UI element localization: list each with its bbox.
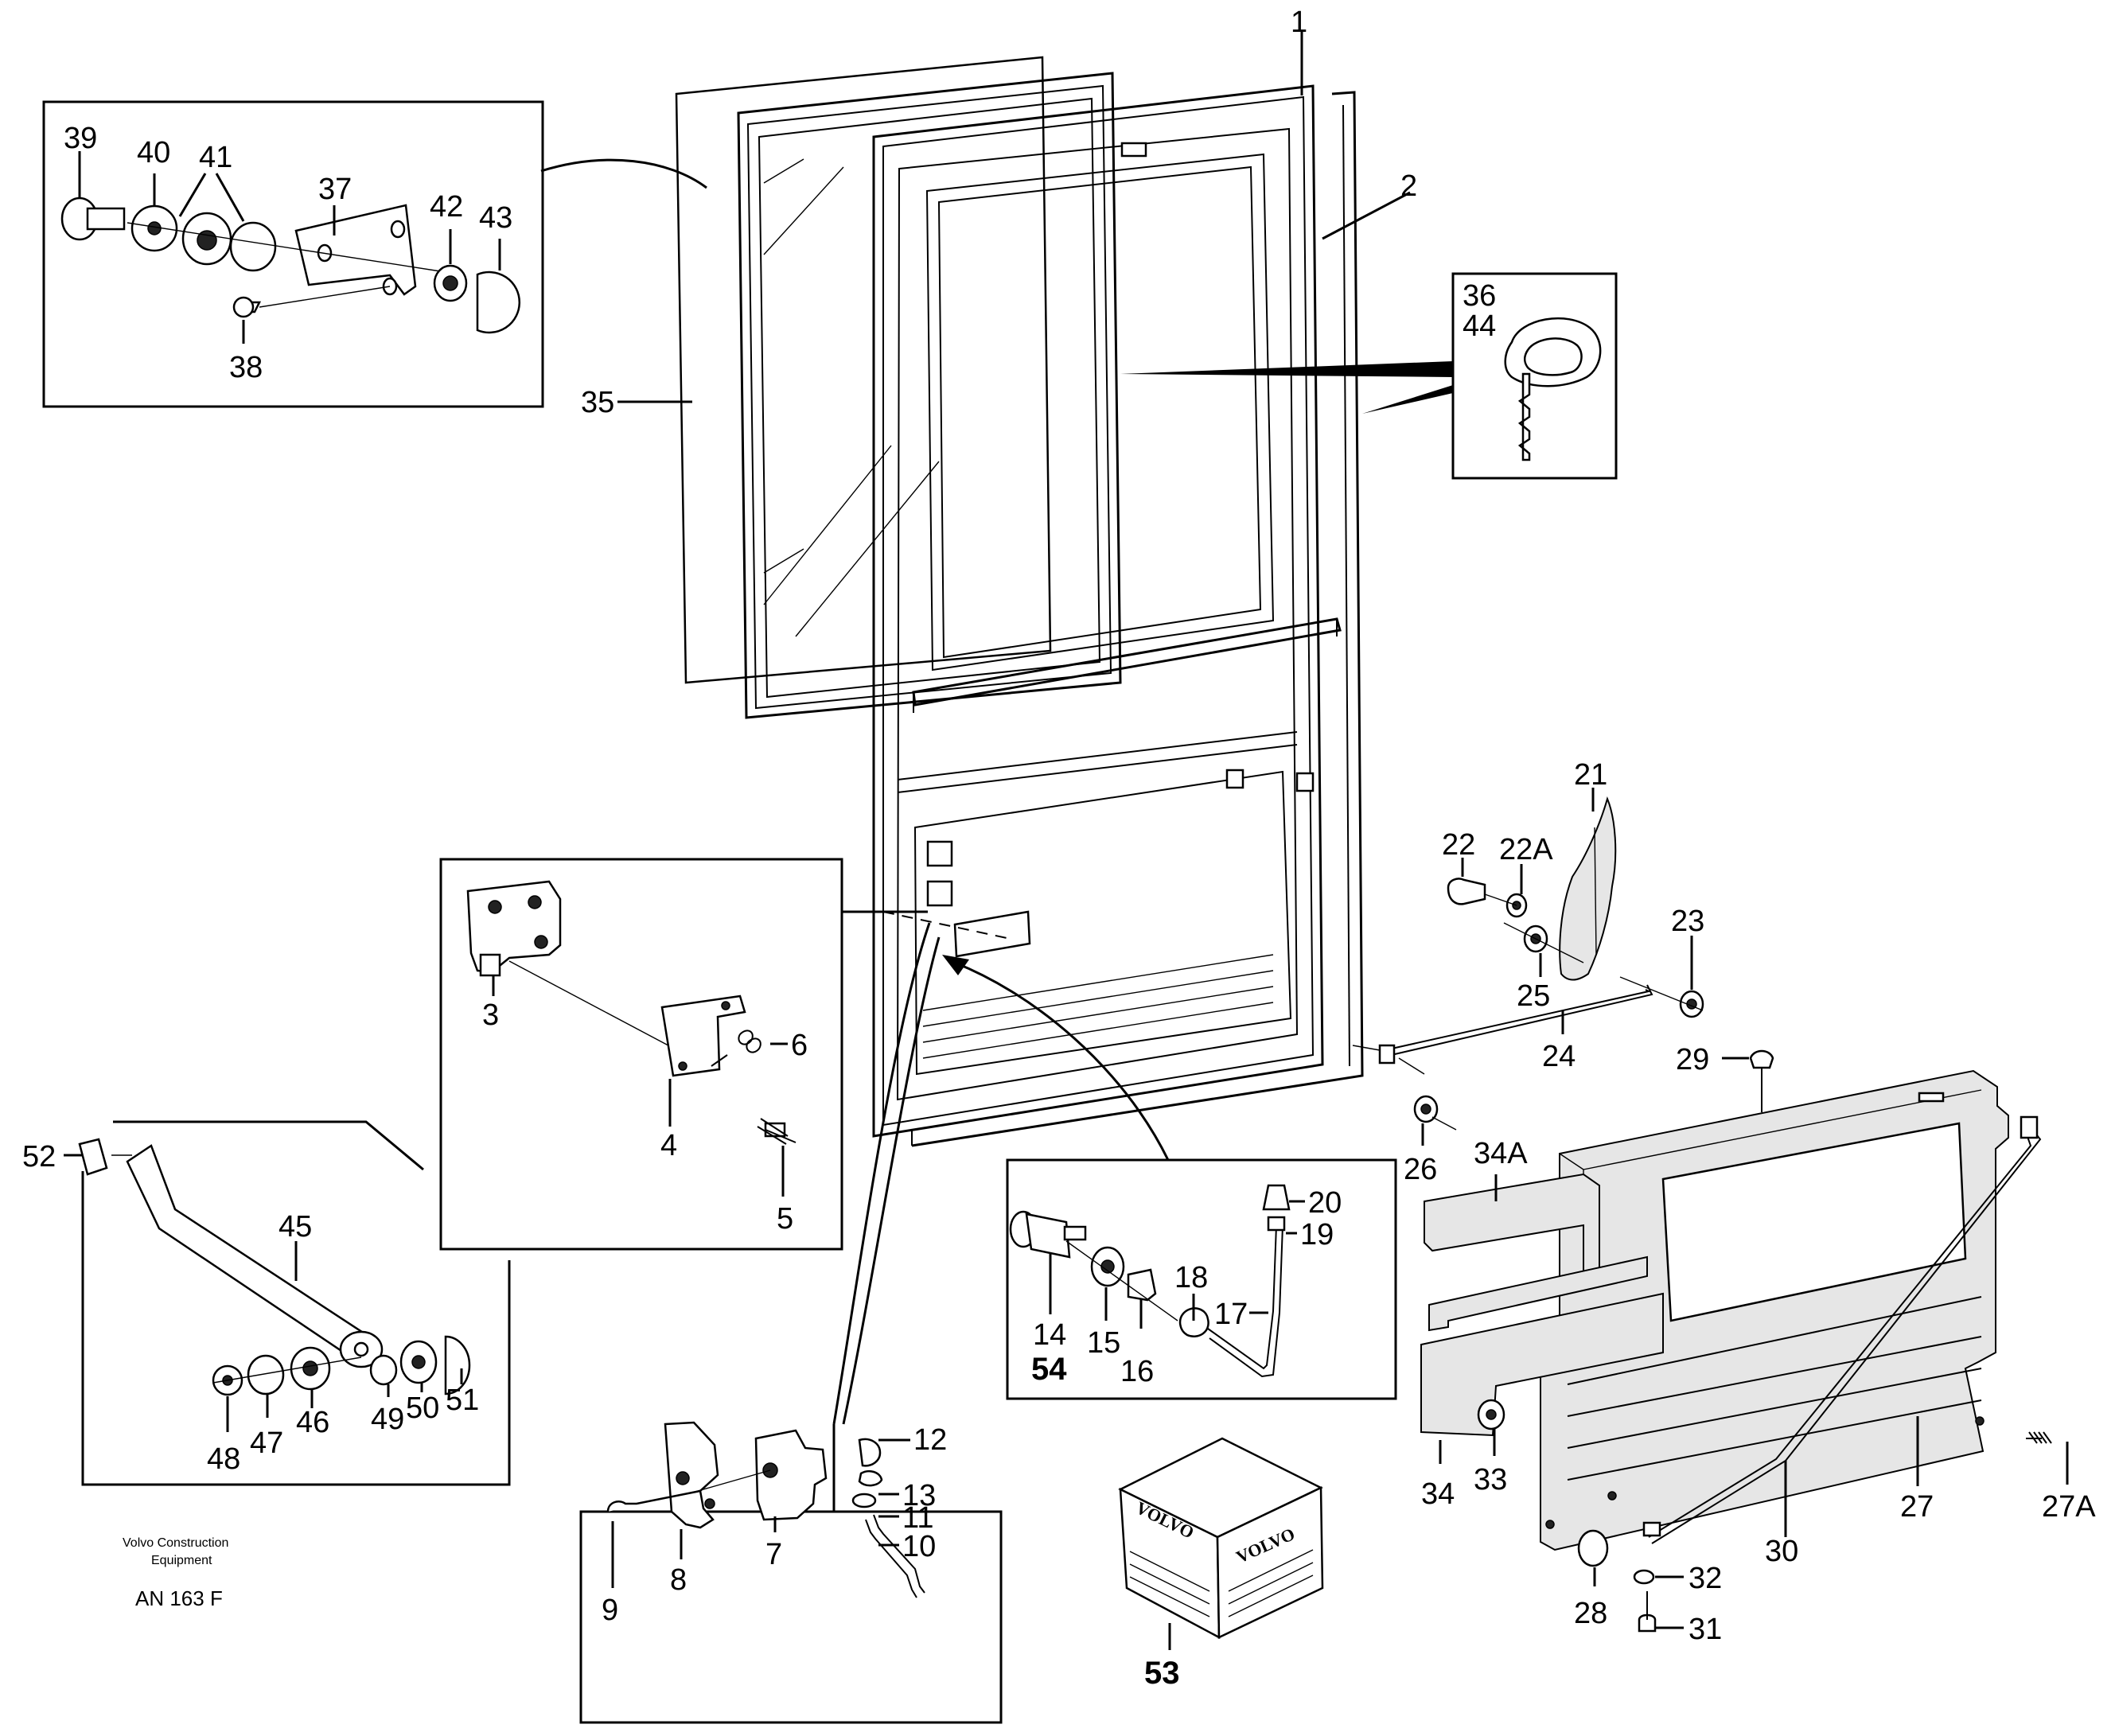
seal-profile — [1504, 317, 1602, 461]
lock-cylinder-parts — [1009, 1184, 1291, 1378]
door-assembly — [675, 56, 1364, 1147]
label-48: 48 — [207, 1442, 240, 1476]
outer-trim-2 — [911, 91, 1364, 1147]
stay-arm-parts — [78, 1138, 471, 1396]
hinge-detail-box — [42, 100, 544, 408]
label-33: 33 — [1474, 1463, 1507, 1497]
seal-profile-box — [1451, 272, 1618, 480]
part-number-labels: 1 2 3 4 5 6 7 8 9 10 11 12 13 14 15 16 1… — [22, 6, 2096, 1691]
label-2: 2 — [1400, 169, 1417, 203]
label-43: 43 — [479, 201, 512, 235]
door-frame — [872, 84, 1324, 1138]
lower-panel-assembly — [1420, 1049, 2052, 1633]
label-28: 28 — [1574, 1597, 1607, 1630]
hinge-assembly — [1352, 796, 1704, 1131]
label-14: 14 — [1033, 1318, 1066, 1352]
label-26: 26 — [1404, 1153, 1437, 1186]
label-7: 7 — [765, 1538, 782, 1571]
label-18: 18 — [1174, 1261, 1208, 1294]
label-9: 9 — [602, 1594, 618, 1627]
stay-arm-box — [113, 1120, 424, 1171]
label-46: 46 — [296, 1406, 329, 1439]
label-34a: 34A — [1474, 1137, 1528, 1170]
label-42: 42 — [430, 190, 463, 224]
label-44: 44 — [1463, 309, 1496, 343]
latch-detail-box — [579, 1510, 1003, 1724]
label-16: 16 — [1120, 1355, 1154, 1388]
label-29: 29 — [1676, 1043, 1709, 1076]
label-20: 20 — [1308, 1186, 1342, 1220]
label-17: 17 — [1214, 1298, 1248, 1331]
door-glass-pane — [675, 56, 1052, 684]
label-6: 6 — [791, 1029, 808, 1062]
label-10: 10 — [902, 1530, 936, 1563]
lock-detail-box — [439, 858, 843, 1251]
label-41: 41 — [199, 141, 232, 174]
label-22a: 22A — [1499, 833, 1553, 866]
label-23: 23 — [1671, 905, 1704, 938]
label-45: 45 — [278, 1210, 312, 1244]
label-38: 38 — [229, 351, 263, 384]
label-30: 30 — [1765, 1535, 1798, 1568]
label-39: 39 — [64, 122, 97, 155]
hinge-detail-parts — [60, 197, 521, 334]
label-4: 4 — [660, 1129, 677, 1162]
label-8: 8 — [670, 1563, 687, 1597]
label-35: 35 — [581, 386, 614, 419]
label-19: 19 — [1300, 1218, 1334, 1251]
caption: Volvo Construction Equipment AN 163 F — [123, 1536, 228, 1610]
label-36: 36 — [1463, 279, 1496, 313]
label-27a: 27A — [2042, 1490, 2096, 1524]
label-12: 12 — [913, 1423, 947, 1457]
label-21: 21 — [1574, 758, 1607, 792]
lock-detail-parts — [466, 880, 797, 1145]
label-51: 51 — [446, 1384, 479, 1417]
caption-line-1: Volvo Construction — [123, 1536, 228, 1550]
volvo-part-box: VOLVO VOLVO — [1118, 1437, 1324, 1640]
label-11: 11 — [902, 1501, 933, 1535]
label-50: 50 — [406, 1392, 439, 1425]
label-54: 54 — [1031, 1352, 1067, 1387]
label-40: 40 — [137, 136, 170, 169]
label-13: 13 — [902, 1479, 936, 1512]
label-32: 32 — [1688, 1562, 1722, 1595]
caption-line-2: Equipment — [151, 1554, 212, 1567]
latch-detail-parts — [606, 1421, 925, 1598]
label-31: 31 — [1688, 1613, 1722, 1646]
label-3: 3 — [482, 998, 499, 1032]
label-49: 49 — [371, 1403, 404, 1436]
label-27: 27 — [1900, 1490, 1934, 1524]
label-24: 24 — [1542, 1040, 1576, 1073]
lock-cylinder-box — [1006, 1158, 1397, 1400]
label-25: 25 — [1517, 979, 1550, 1013]
label-1: 1 — [1291, 6, 1307, 39]
label-37: 37 — [318, 173, 352, 206]
handle-bar — [912, 617, 1342, 706]
label-53: 53 — [1144, 1656, 1180, 1691]
label-34: 34 — [1421, 1477, 1455, 1511]
caption-code: AN 163 F — [135, 1586, 223, 1610]
label-47: 47 — [250, 1427, 283, 1460]
label-5: 5 — [777, 1202, 793, 1236]
glass-seal-frame — [737, 72, 1122, 719]
label-52: 52 — [22, 1140, 56, 1174]
label-22: 22 — [1442, 828, 1475, 862]
label-15: 15 — [1087, 1326, 1120, 1360]
